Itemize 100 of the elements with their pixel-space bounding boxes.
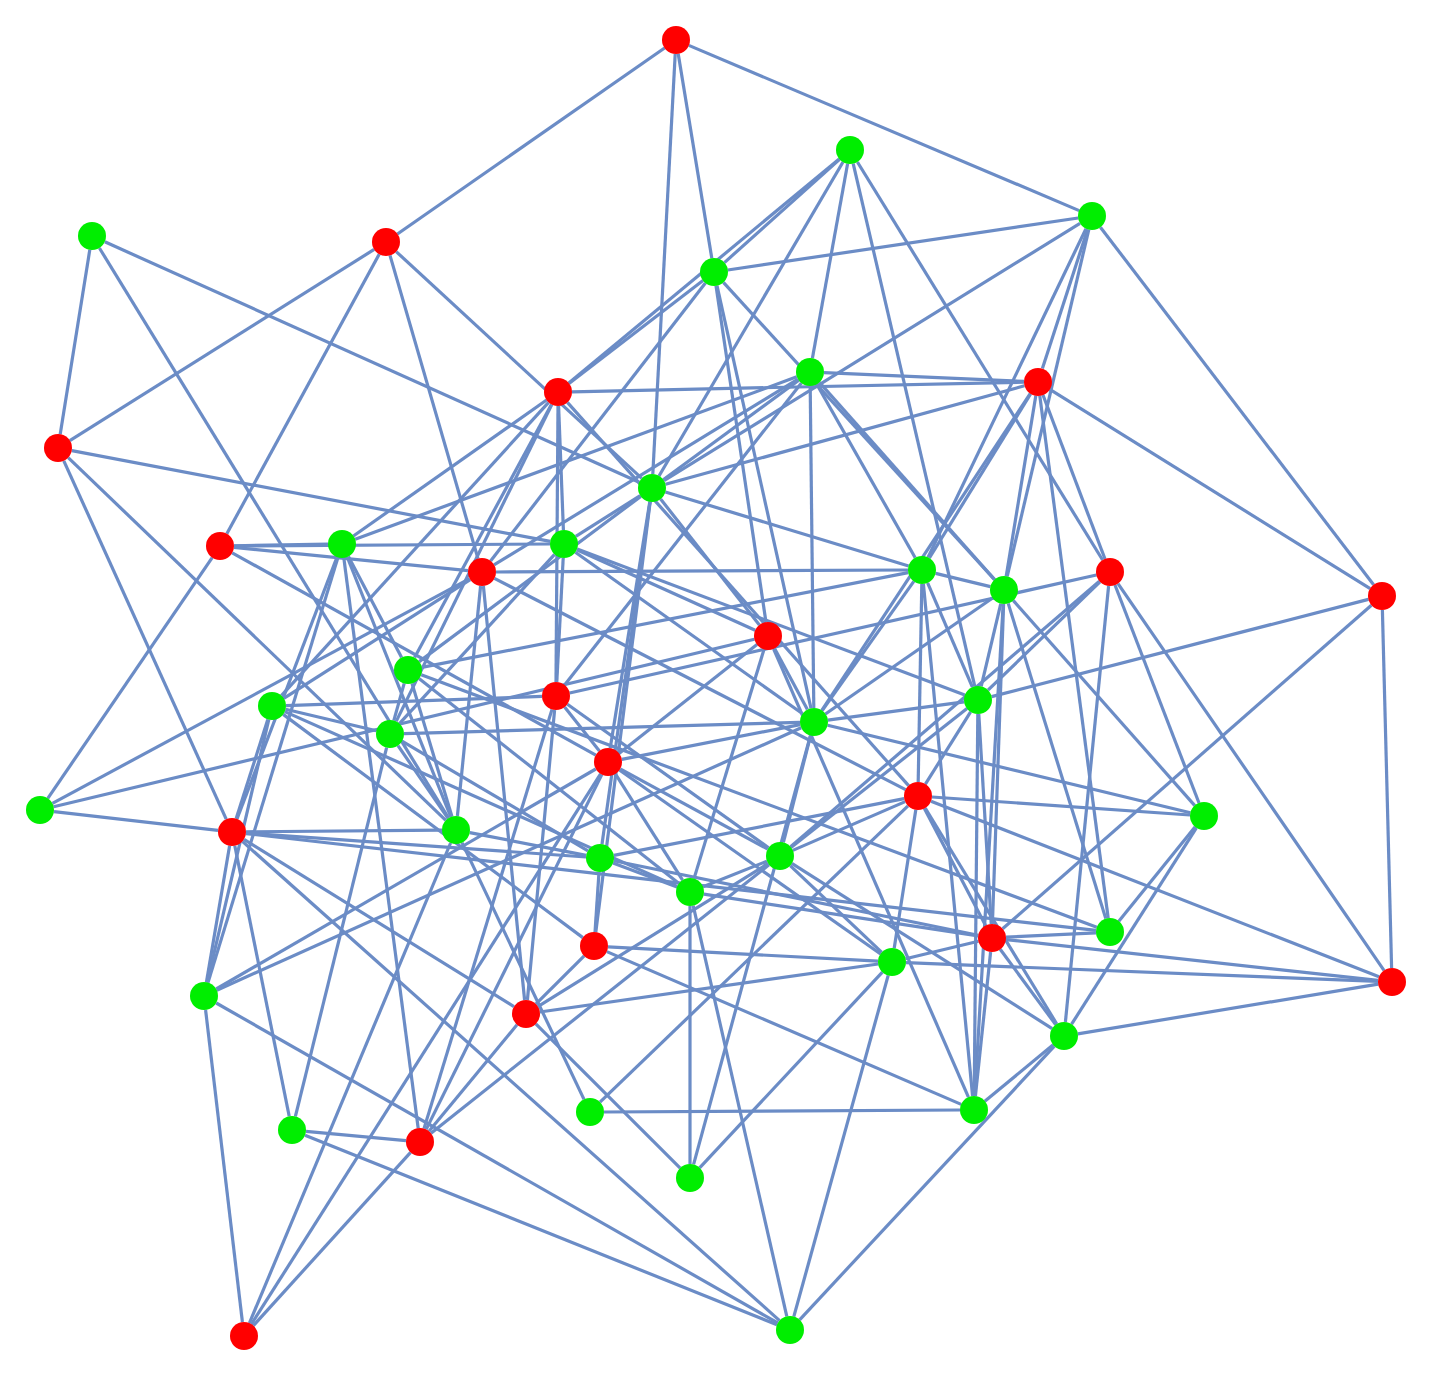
- vertex-dot: [442, 816, 470, 844]
- edge-line: [790, 862, 1054, 1030]
- edge-line: [71, 449, 551, 543]
- edge-line: [990, 603, 1006, 925]
- edge-line: [46, 556, 214, 800]
- edge-line: [657, 161, 845, 477]
- edge-line: [67, 456, 447, 822]
- edge-line: [1005, 931, 1097, 939]
- edge-line: [619, 767, 769, 851]
- edge-line: [663, 222, 1081, 482]
- edge-line: [427, 1023, 519, 1133]
- edge-line: [396, 46, 666, 236]
- edge-line: [973, 951, 993, 1097]
- edge-line: [664, 490, 910, 568]
- edge-line: [1005, 938, 1379, 982]
- edge-line: [566, 702, 770, 850]
- edge-line: [576, 547, 966, 697]
- vertex-dot: [278, 1116, 306, 1144]
- edge-line: [347, 555, 403, 659]
- edge-line: [810, 163, 850, 359]
- edge-line: [692, 735, 812, 1165]
- edge-line: [856, 161, 1104, 561]
- edge-line: [401, 739, 589, 853]
- vertex-dot: [258, 692, 286, 720]
- edge-line: [723, 158, 841, 264]
- edge-line: [1040, 228, 1090, 370]
- edge-line: [422, 708, 554, 1130]
- edge-line: [410, 682, 454, 818]
- vertex-dot: [990, 576, 1018, 604]
- vertex-dot: [468, 558, 496, 586]
- edge-line: [293, 747, 389, 1117]
- vertex-dot: [1378, 968, 1406, 996]
- vertex-dot: [676, 1164, 704, 1192]
- edge-line: [1099, 226, 1375, 586]
- edge-line: [489, 282, 707, 562]
- edge-line: [280, 401, 550, 697]
- edge-line: [892, 809, 918, 949]
- edge-line: [820, 392, 1032, 712]
- edge-line: [51, 577, 471, 805]
- edge-line: [923, 807, 1059, 1025]
- edge-line: [421, 571, 909, 669]
- edge-line: [233, 545, 469, 573]
- edge-line: [1117, 825, 1197, 923]
- edge-line: [285, 707, 377, 733]
- edge-line: [986, 580, 1102, 692]
- edge-line: [304, 1133, 778, 1327]
- edge-line: [282, 578, 472, 700]
- vertex-dot: [206, 532, 234, 560]
- vertex-dot: [26, 796, 54, 824]
- edge-line: [702, 859, 768, 889]
- edge-line: [1038, 395, 1110, 919]
- edge-line: [772, 648, 970, 1098]
- vertex-dot: [638, 474, 666, 502]
- edge-line: [1077, 982, 1379, 1036]
- edge-line: [246, 828, 442, 834]
- edge-line: [395, 250, 643, 480]
- edge-line: [403, 720, 801, 736]
- vertex-dot: [964, 686, 992, 714]
- edge-line: [698, 971, 884, 1169]
- edge-line: [824, 596, 994, 716]
- edge-line: [928, 393, 1032, 559]
- edge-line: [418, 495, 642, 663]
- edge-line: [392, 682, 406, 722]
- edge-line: [1063, 585, 1111, 1023]
- vertex-dot: [406, 1128, 434, 1156]
- edge-line: [576, 548, 756, 632]
- edge-line: [614, 772, 684, 882]
- edge-line: [536, 862, 770, 1008]
- vertex-dot: [376, 720, 404, 748]
- vertex-dot: [836, 136, 864, 164]
- edge-line: [62, 460, 228, 820]
- edge-line: [225, 253, 381, 535]
- edge-line: [554, 406, 560, 682]
- vertex-dot: [754, 622, 782, 650]
- edge-line: [555, 557, 565, 683]
- edge-line: [460, 841, 586, 1101]
- edge-line: [715, 285, 813, 709]
- edge-line: [1041, 394, 1107, 560]
- edge-line: [606, 950, 962, 1106]
- edge-line: [469, 831, 587, 857]
- edge-line: [424, 773, 604, 1131]
- edge-line: [651, 53, 677, 475]
- edge-line: [608, 501, 652, 749]
- edge-line: [727, 216, 1079, 272]
- edge-line: [594, 501, 652, 933]
- edge-line: [568, 279, 704, 385]
- vertex-dot: [1078, 202, 1106, 230]
- edge-line: [388, 254, 480, 560]
- edge-line: [789, 864, 883, 954]
- edge-line: [916, 583, 924, 783]
- edge-line: [926, 227, 1088, 559]
- edge-line: [1048, 388, 1372, 590]
- vertex-dot: [1050, 1022, 1078, 1050]
- edge-line: [234, 542, 550, 548]
- edge-line: [250, 772, 602, 1326]
- edge-line: [98, 247, 450, 819]
- edge-line: [665, 384, 1025, 486]
- edge-line: [418, 677, 680, 885]
- edge-line: [398, 553, 556, 725]
- edge-line: [345, 556, 453, 818]
